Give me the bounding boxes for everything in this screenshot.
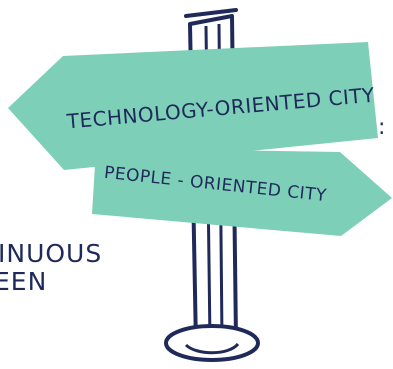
side-caption-line2: EEN bbox=[0, 267, 47, 296]
edge-mark: : bbox=[378, 115, 386, 140]
side-caption: INUOUS EEN bbox=[0, 239, 102, 296]
signpost-base bbox=[164, 324, 260, 362]
side-caption-line1: INUOUS bbox=[0, 239, 102, 268]
upper-sign: TECHNOLOGY-ORIENTED CITY bbox=[8, 42, 378, 170]
lower-sign: PEOPLE - ORIENTED CITY bbox=[92, 148, 392, 236]
